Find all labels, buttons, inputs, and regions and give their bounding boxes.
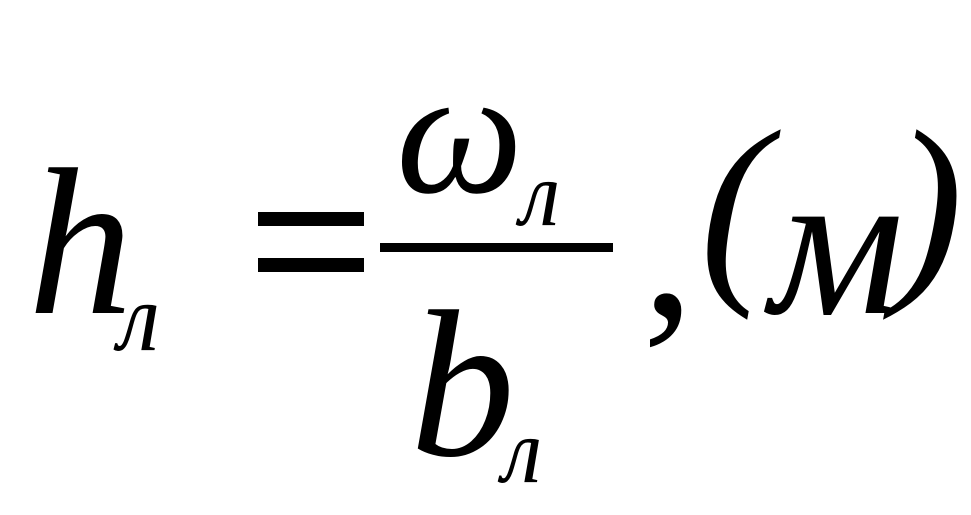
lhs-symbol: h <box>28 127 133 359</box>
equals-sign-bottom-bar <box>258 258 364 272</box>
unit-close-paren: ) <box>893 89 963 321</box>
numerator-subscript: л <box>520 143 561 245</box>
denominator-symbol: b <box>410 269 515 501</box>
numerator-symbol: ω <box>396 32 524 231</box>
unit-symbol: м <box>770 127 905 359</box>
fraction-bar <box>380 243 613 252</box>
denominator-subscript: л <box>502 400 543 502</box>
comma-separator: , <box>642 129 695 361</box>
lhs-subscript: л <box>118 264 160 371</box>
unit-open-paren: ( <box>700 89 770 321</box>
equals-sign-top-bar <box>258 212 364 226</box>
